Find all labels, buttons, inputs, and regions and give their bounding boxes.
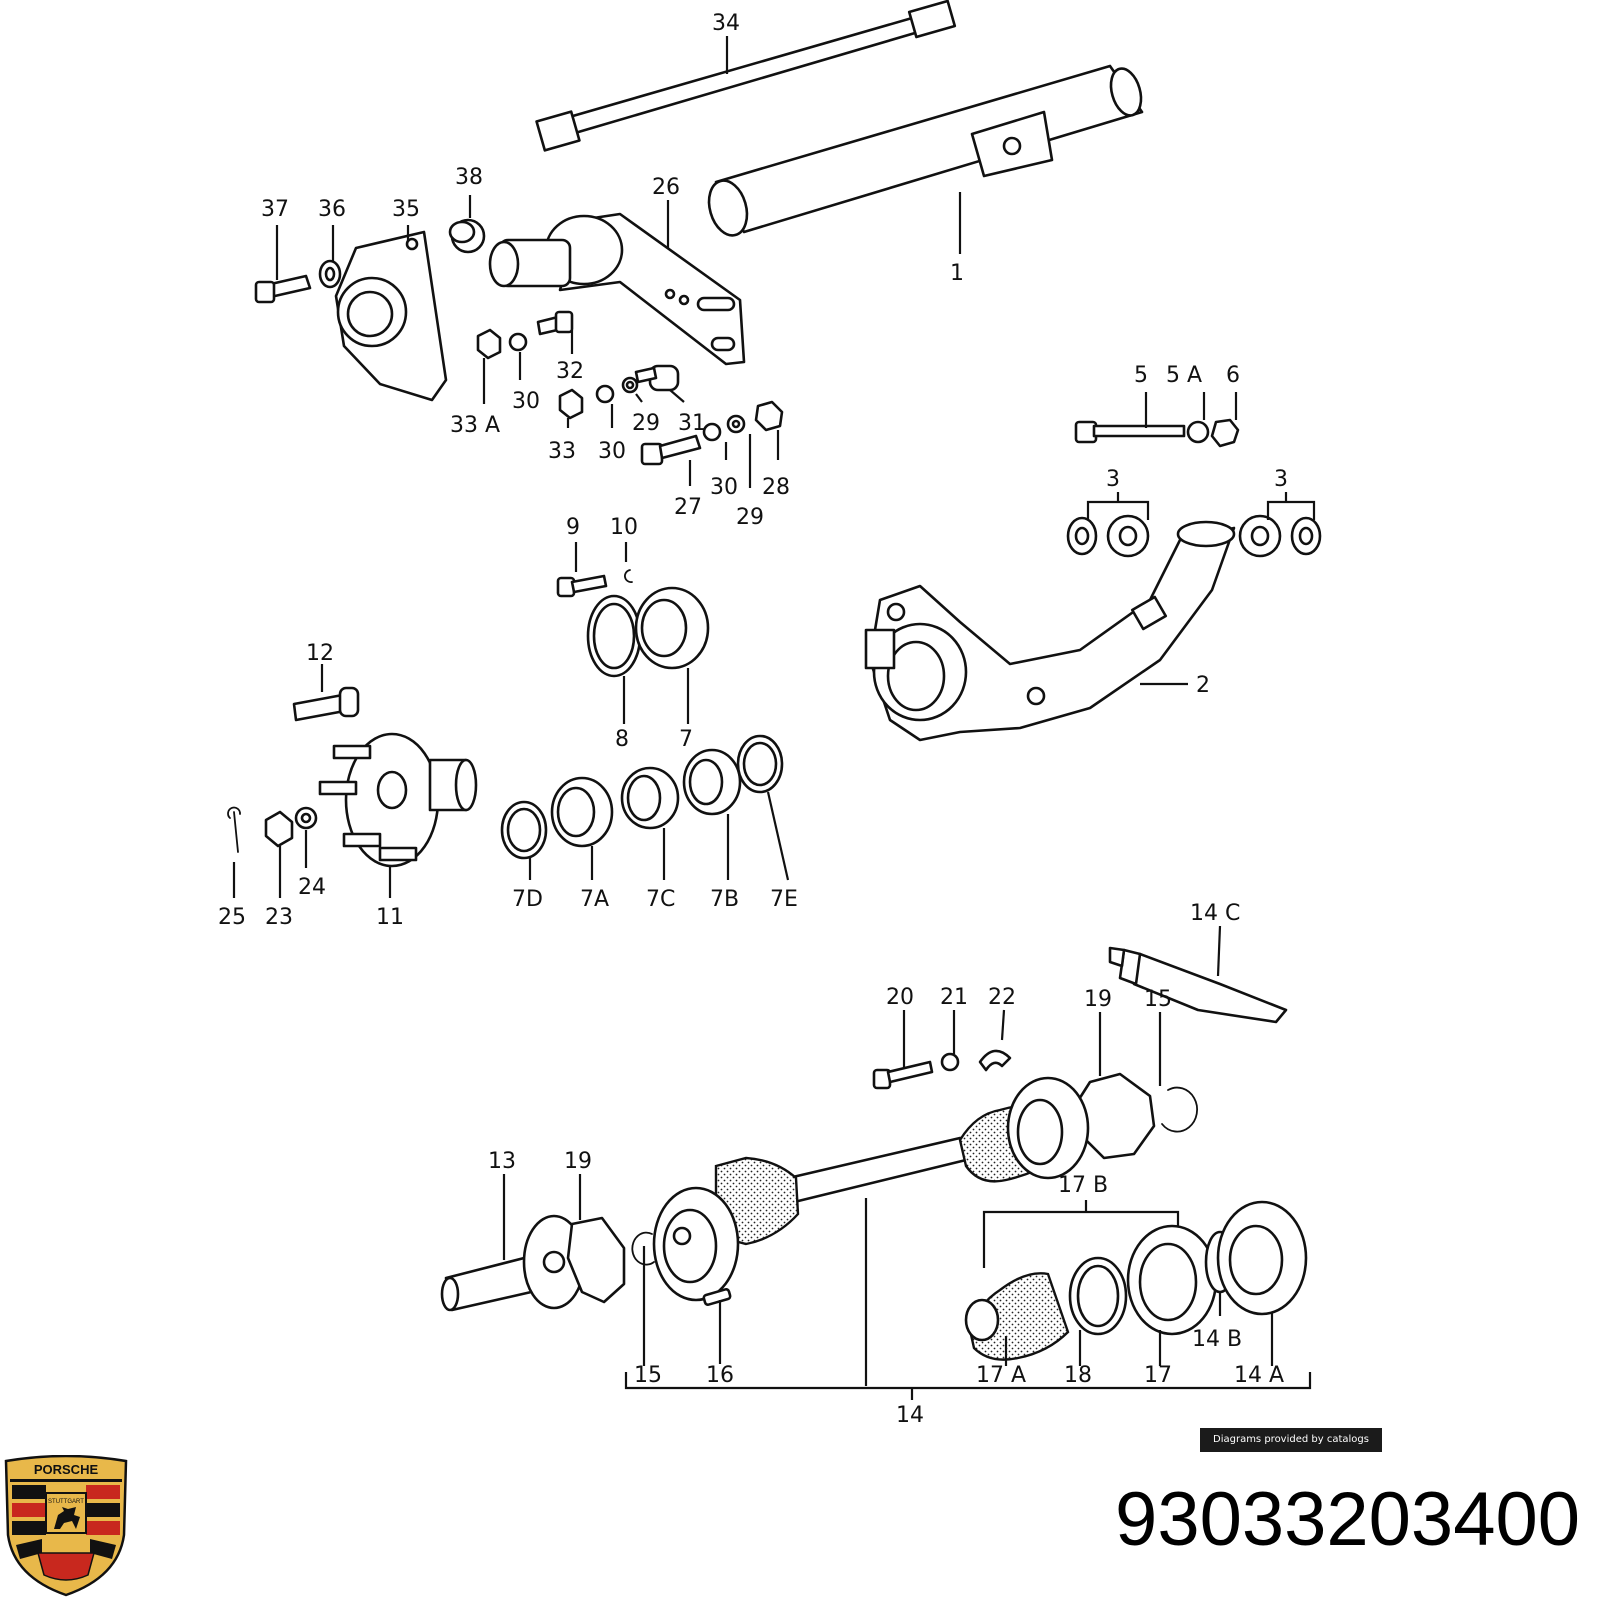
gaskets-19-15-right [1074,1072,1199,1160]
callout-25: 25 [218,905,246,930]
callout-14: 14 [896,1403,924,1428]
callout-labels: 34 1 26 38 37 36 35 32 33 A 30 33 30 29 … [218,11,1288,1428]
torsion-bar-34 [535,0,957,152]
callout-14b: 14 B [1192,1327,1242,1352]
horse-icon [54,1507,80,1529]
callout-21: 21 [940,985,968,1010]
callout-15-left: 15 [634,1363,662,1388]
callout-17: 17 [1144,1363,1172,1388]
callout-24: 24 [298,875,326,900]
callout-14c: 14 C [1190,901,1240,926]
callout-7c: 7C [646,887,675,912]
callout-38: 38 [455,165,483,190]
callout-33a: 33 A [450,413,500,438]
callout-11: 11 [376,905,404,930]
callout-5a: 5 A [1166,363,1202,388]
bolt-12 [292,686,360,722]
callout-19-left: 19 [564,1149,592,1174]
callout-17a: 17 A [976,1363,1026,1388]
callout-18: 18 [1064,1363,1092,1388]
callout-3-right: 3 [1274,467,1288,492]
crest-city: STUTTGART [48,1499,84,1505]
callout-5: 5 [1134,363,1148,388]
callout-12: 12 [306,641,334,666]
hardware-upper-left [254,218,784,466]
callout-17b: 17 B [1058,1173,1108,1198]
callout-31: 31 [678,411,706,436]
callout-2: 2 [1196,673,1210,698]
callout-26: 26 [652,175,680,200]
callout-1: 1 [950,261,964,286]
callout-22: 22 [988,985,1016,1010]
callout-20: 20 [886,985,914,1010]
callout-29a: 29 [632,411,660,436]
gaskets-19-15-16-left [566,1216,732,1306]
bearing-parts-7a-7e [500,734,784,860]
hub-11 [318,732,478,868]
callout-7: 7 [679,727,693,752]
callout-29b: 29 [736,505,764,530]
callout-34: 34 [712,11,740,36]
callout-7d: 7D [512,887,543,912]
callout-30a: 30 [512,389,540,414]
callout-6: 6 [1226,363,1240,388]
crest-wordmark: PORSCHE [34,1462,99,1477]
callout-7b: 7B [710,887,739,912]
callout-13: 13 [488,1149,516,1174]
trailing-arm-2 [864,520,1236,742]
part-number: 93033203400 [1115,1477,1580,1562]
bushings-3 [1066,514,1322,558]
callout-27: 27 [674,495,702,520]
bracket-35 [334,230,448,402]
callout-30b: 30 [598,439,626,464]
bolt-set-5-6 [1074,418,1240,448]
porsche-crest-logo: PORSCHE STUTTGART [4,1455,128,1597]
callout-9: 9 [566,515,580,540]
callout-32: 32 [556,359,584,384]
callout-10: 10 [610,515,638,540]
callout-7a: 7A [580,887,609,912]
torsion-tube-1 [707,64,1144,237]
bearing-group-7-10 [556,569,710,678]
callout-7e: 7E [770,887,798,912]
hub-hardware-23-25 [227,806,318,853]
callout-15-right: 15 [1144,987,1172,1012]
spring-plate-26 [488,212,746,366]
flange-13 [440,1214,586,1312]
callout-16: 16 [706,1363,734,1388]
callout-14a: 14 A [1234,1363,1284,1388]
callout-37: 37 [261,197,289,222]
callout-28: 28 [762,475,790,500]
credit-badge: Diagrams provided by catalogs parts [1200,1428,1382,1469]
callout-36: 36 [318,197,346,222]
grease-tube-14c [1108,946,1288,1024]
callout-3-left: 3 [1106,467,1120,492]
callout-19-right: 19 [1084,987,1112,1012]
cv-joint-kit-17 [964,1200,1308,1361]
callout-23: 23 [265,905,293,930]
callout-35: 35 [392,197,420,222]
drive-shaft-14 [652,1076,1090,1302]
leader-lines [232,36,1316,1400]
hardware-20-22 [872,1049,1012,1090]
callout-33: 33 [548,439,576,464]
callout-30c: 30 [710,475,738,500]
callout-8: 8 [615,727,629,752]
